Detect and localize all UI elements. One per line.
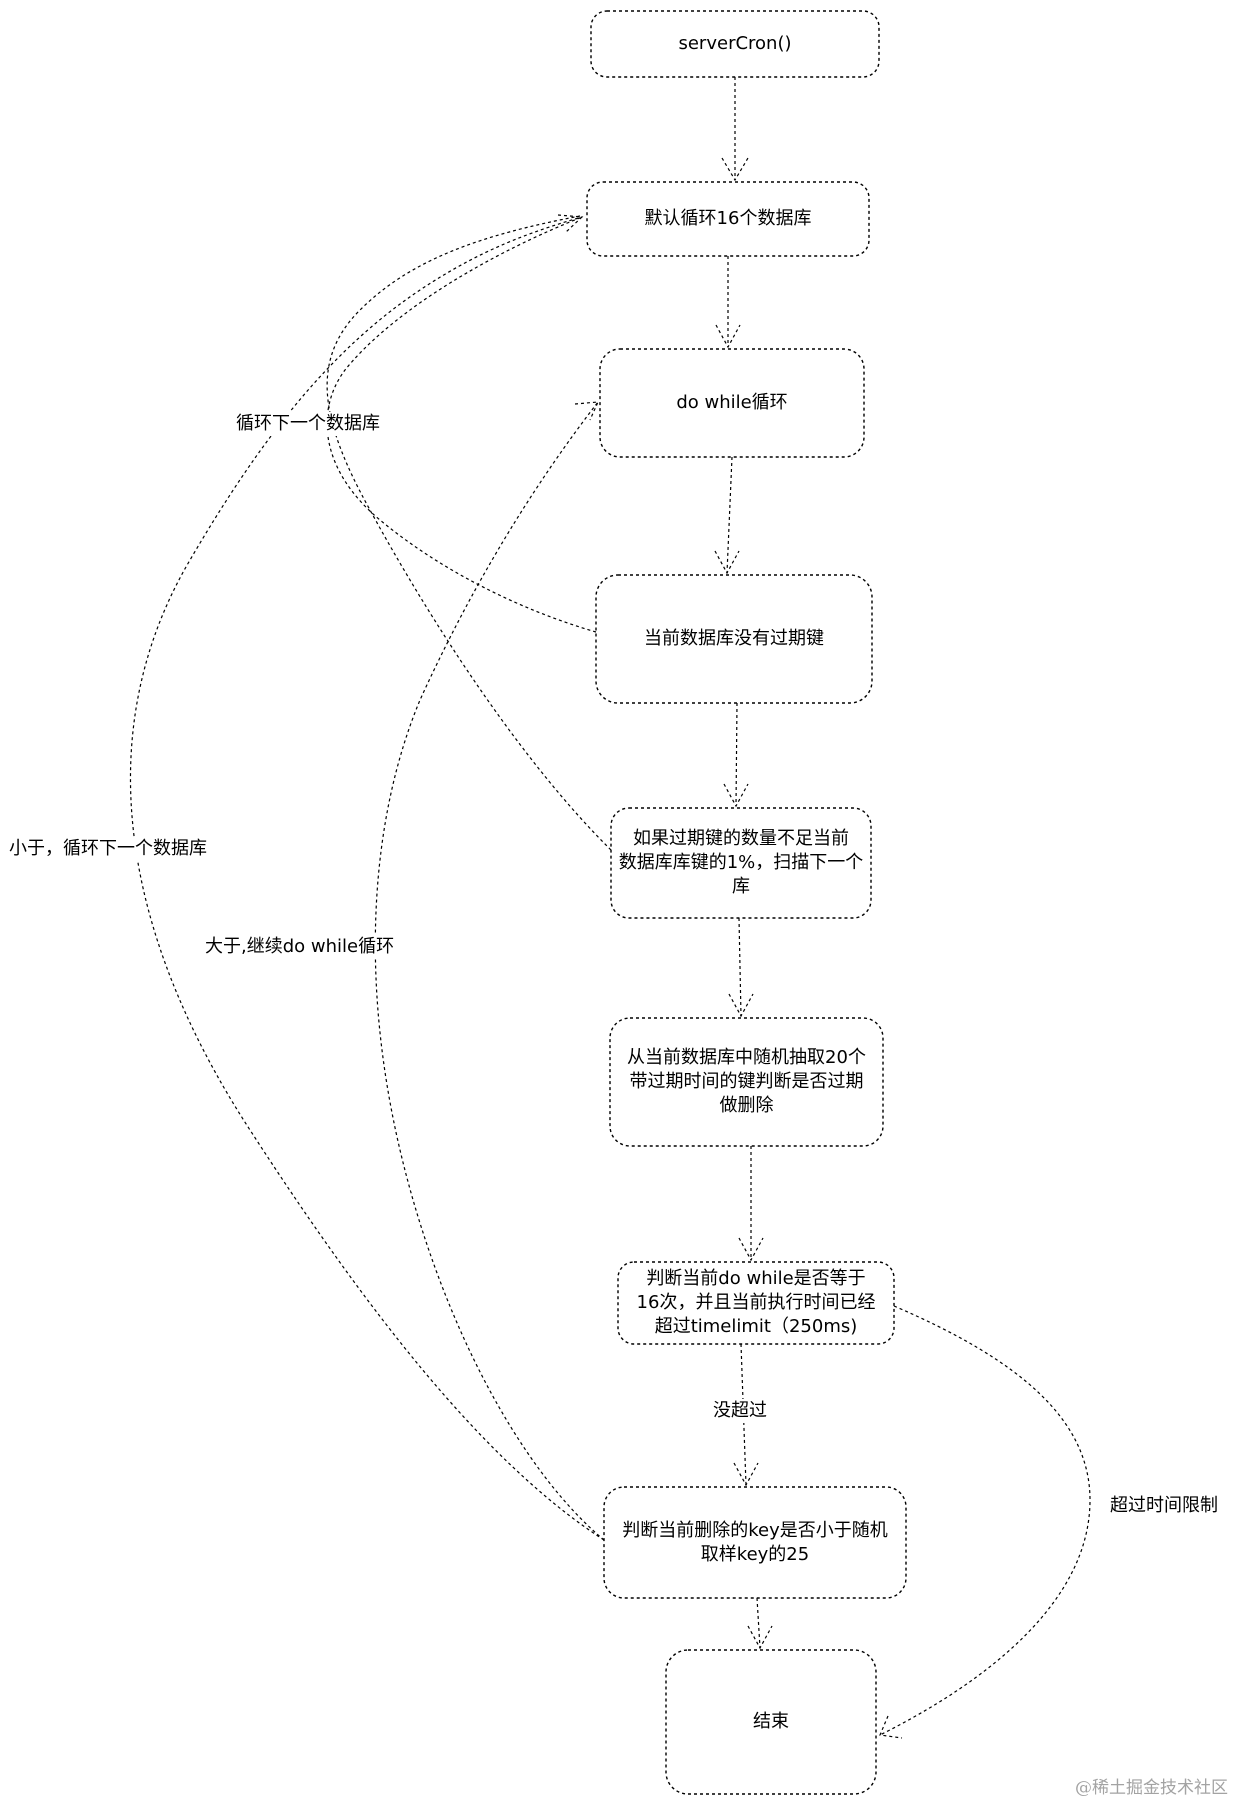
edge-dowhile-to-noexpired	[726, 456, 733, 574]
edge-check25-greater-to-dowhile	[374, 401, 605, 1541]
node-box-do-while	[599, 348, 865, 458]
edge-label-exceeded: 超过时间限制	[1110, 1494, 1218, 1518]
node-do-while-text: do while循环	[676, 392, 788, 413]
node-sample-20-line-3: 做删除	[719, 1095, 774, 1116]
node-check-limit: 判断当前do while是否等于 16次，并且当前执行时间已经 超过timeli…	[618, 1262, 894, 1344]
arrowhead-to-end	[747, 1625, 773, 1650]
node-no-expired-text: 当前数据库没有过期键	[644, 628, 824, 649]
edge-label-less-next-db: 小于，循环下一个数据库	[9, 837, 207, 861]
node-server-cron-text: serverCron()	[678, 33, 792, 54]
edge-check25-to-end	[756, 1597, 761, 1649]
node-no-expired: 当前数据库没有过期键	[596, 575, 872, 703]
edge-lt1pct-to-sample	[738, 917, 742, 1017]
edge-check25-less-to-loop	[130, 216, 605, 1541]
edge-lt1pct-to-loop	[326, 215, 612, 851]
arrowhead-to-check	[738, 1237, 764, 1262]
node-sample-20-line-1: 从当前数据库中随机抽取20个	[627, 1047, 866, 1068]
node-check-limit-line-3: 超过timelimit（250ms)	[654, 1316, 858, 1337]
edge-check-exceeded-to-end	[879, 1305, 1091, 1736]
arrowhead-to-loop	[721, 157, 749, 182]
node-expired-lt-1pct-line-1: 如果过期键的数量不足当前	[633, 828, 849, 849]
arrowhead-curved-to-end	[879, 1715, 903, 1739]
arrowhead-to-sample	[728, 993, 754, 1018]
node-check-25-line-2: 取样key的25	[700, 1543, 810, 1565]
node-end: 结束	[666, 1650, 876, 1794]
arrowhead-to-check25	[733, 1462, 759, 1487]
node-box-expired-lt-1pct	[610, 807, 872, 919]
edge-label-not-exceeded: 没超过	[713, 1399, 767, 1423]
arrowhead-curved-to-dowhile	[574, 401, 599, 421]
edge-label-next-db: 循环下一个数据库	[236, 412, 380, 436]
node-box-end	[665, 1649, 877, 1795]
node-server-cron: serverCron()	[591, 11, 879, 77]
arrowhead-to-dowhile	[715, 324, 741, 349]
node-sample-20: 从当前数据库中随机抽取20个 带过期时间的键判断是否过期 做删除	[610, 1018, 883, 1146]
node-check-limit-line-1: 判断当前do while是否等于	[646, 1268, 866, 1289]
edge-label-greater-continue: 大于,继续do while循环	[205, 935, 395, 959]
node-expired-lt-1pct: 如果过期键的数量不足当前 数据库库键的1%，扫描下一个 库	[611, 808, 871, 918]
node-box-check-25	[603, 1486, 907, 1599]
node-end-text: 结束	[753, 1711, 789, 1732]
node-do-while: do while循环	[600, 349, 864, 457]
watermark: @稀土掘金技术社区	[1075, 1778, 1228, 1798]
arrowhead-to-lt1pct	[723, 783, 749, 808]
node-box-no-expired	[595, 574, 873, 704]
edge-noexpired-to-lt1pct	[735, 702, 738, 807]
node-check-25-line-1: 判断当前删除的key是否小于随机	[622, 1519, 888, 1541]
node-expired-lt-1pct-line-2: 数据库库键的1%，扫描下一个	[618, 852, 864, 873]
node-sample-20-line-2: 带过期时间的键判断是否过期	[629, 1071, 864, 1092]
arrowhead-to-noexpired	[714, 550, 740, 575]
node-box-server-cron	[590, 10, 880, 78]
node-box-sample-20	[609, 1017, 884, 1147]
edge-noexpired-to-loop	[326, 216, 597, 633]
node-loop-16-db-text: 默认循环16个数据库	[644, 208, 812, 229]
node-loop-16-db: 默认循环16个数据库	[587, 182, 869, 256]
arrowhead-curved-to-loop	[557, 214, 584, 233]
node-box-loop-16-db	[586, 181, 870, 257]
node-check-limit-line-2: 16次，并且当前执行时间已经	[636, 1292, 876, 1313]
node-box-check-limit	[617, 1261, 895, 1345]
node-check-25: 判断当前删除的key是否小于随机 取样key的25	[604, 1487, 906, 1598]
node-expired-lt-1pct-line-3: 库	[732, 876, 750, 897]
